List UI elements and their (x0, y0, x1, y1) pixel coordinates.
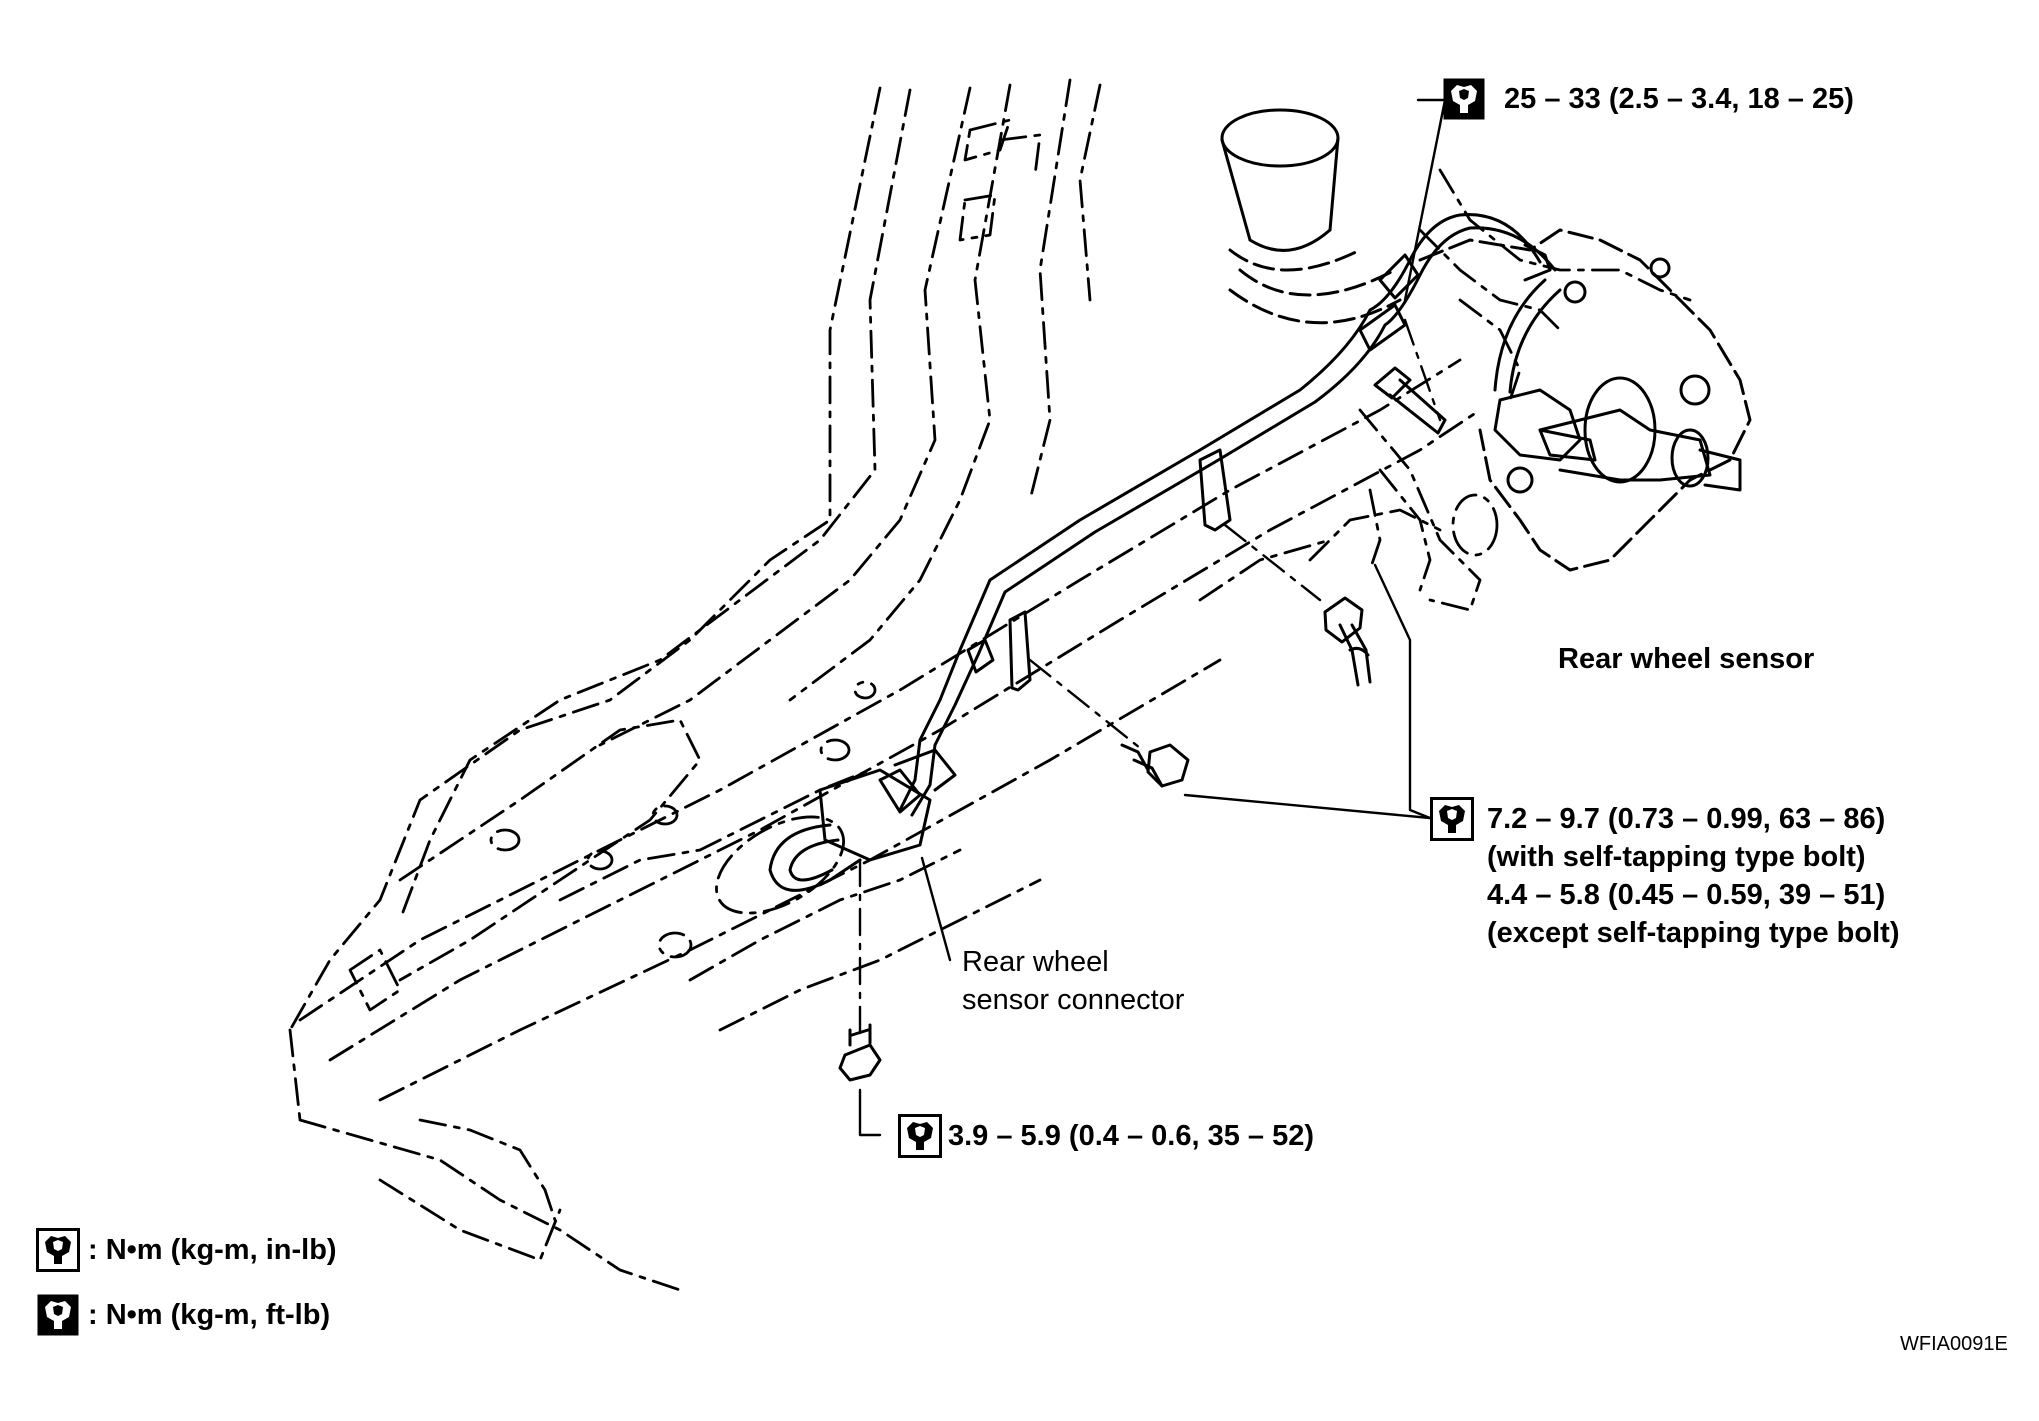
torque-spec-connector: 3.9 – 5.9 (0.4 – 0.6, 35 – 52) (948, 1120, 1314, 1152)
vehicle-body-outline (288, 78, 1692, 1292)
figure-code: WFIA0091E (1900, 1333, 2008, 1355)
torque-spec-top: 25 – 33 (2.5 – 3.4, 18 – 25) (1504, 83, 1854, 115)
torque-spec-bolts-4: (except self-tapping type bolt) (1487, 917, 1900, 949)
rear-wheel-sensor-label: Rear wheel sensor (1558, 643, 1815, 675)
torque-spec-bolts-3: 4.4 – 5.8 (0.45 – 0.59, 39 – 51) (1487, 879, 1886, 911)
torque-wrench-outline-icon (1442, 77, 1486, 121)
connector-label-line1: Rear wheel (962, 946, 1109, 978)
torque-wrench-filled-icon (36, 1228, 80, 1272)
torque-spec-bolts-1: 7.2 – 9.7 (0.73 – 0.99, 63 – 86) (1487, 803, 1886, 835)
torque-wrench-filled-icon (1430, 797, 1474, 841)
shock-absorber-and-knuckle (1220, 108, 1752, 572)
torque-wrench-outline-icon (36, 1293, 80, 1337)
leader-lines (858, 98, 1447, 1137)
legend-ftlb: : N•m (kg-m, ft-lb) (88, 1299, 331, 1331)
legend-inlb: : N•m (kg-m, in-lb) (88, 1234, 337, 1266)
torque-wrench-filled-icon (898, 1114, 942, 1158)
sensor-harness (768, 213, 1557, 1082)
torque-spec-bolts-2: (with self-tapping type bolt) (1487, 841, 1866, 873)
connector-label-line2: sensor connector (962, 984, 1185, 1016)
